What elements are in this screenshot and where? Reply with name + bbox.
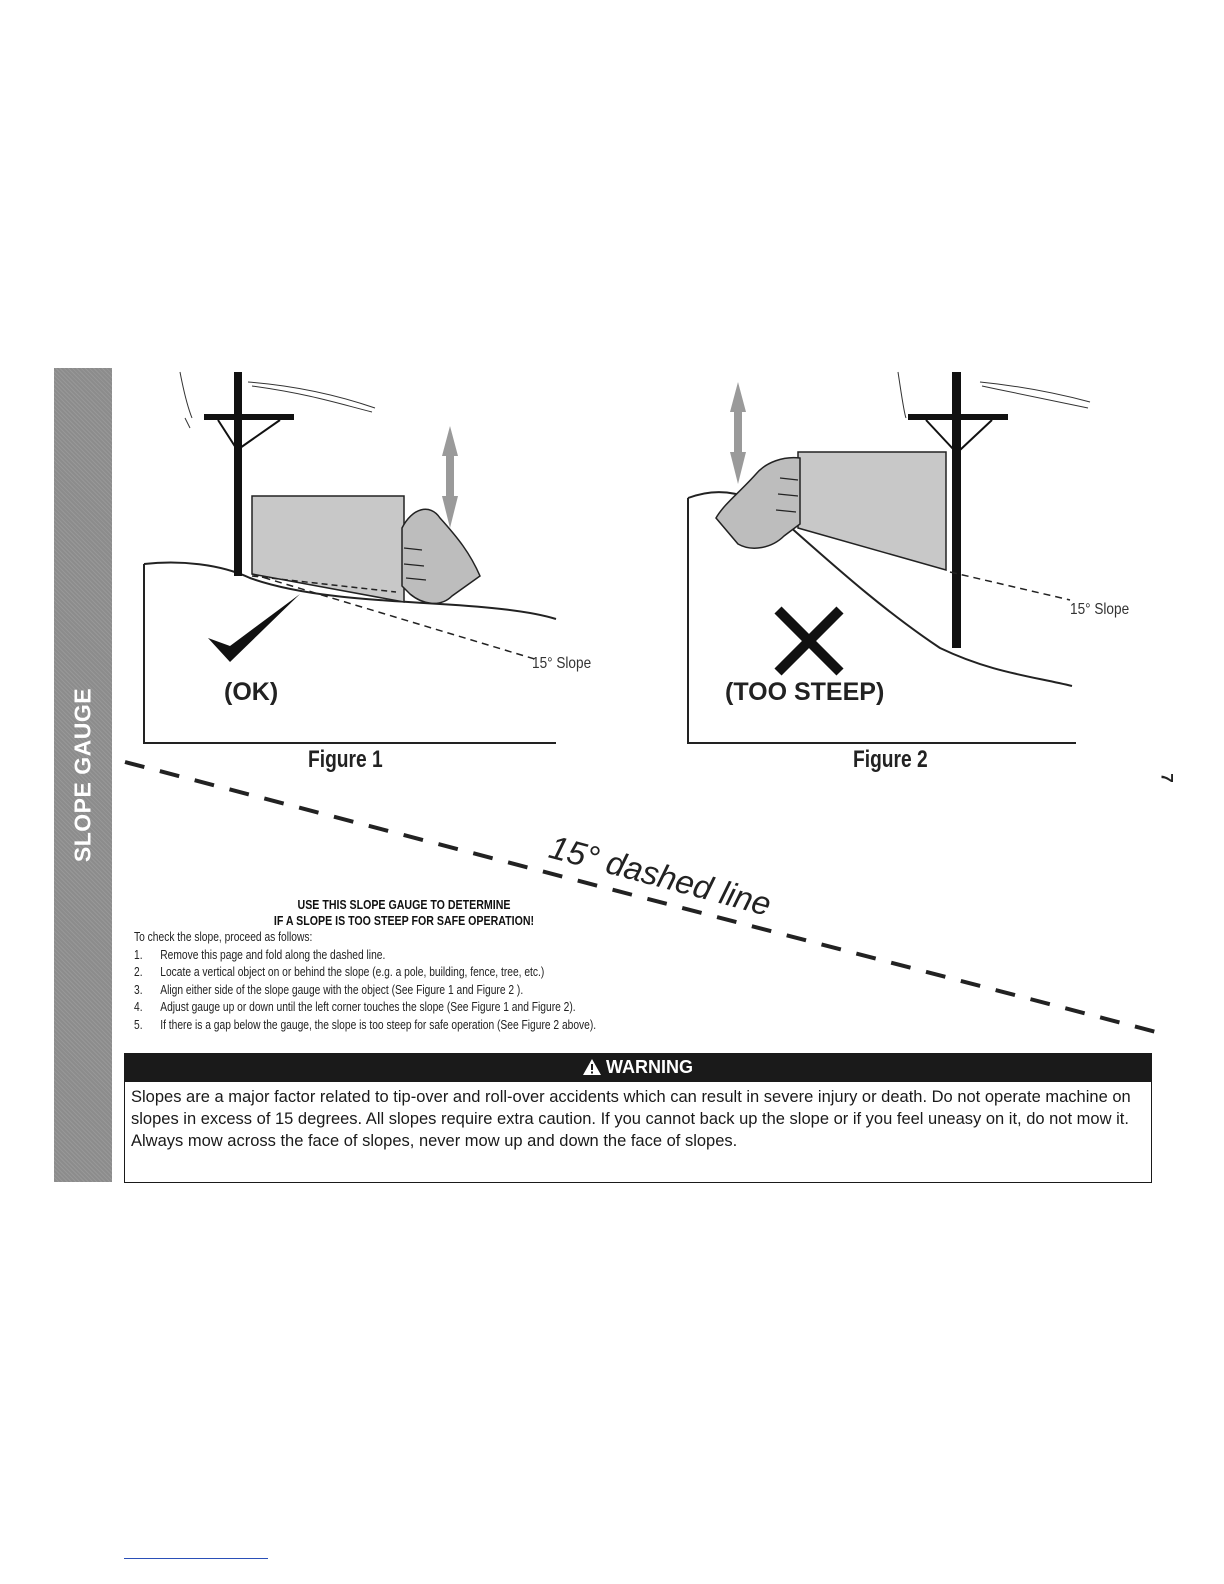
instruction-step: 3. Align either side of the slope gauge w… bbox=[134, 982, 626, 1000]
instructions-heading-1: USE THIS SLOPE GAUGE TO DETERMINE bbox=[297, 898, 511, 912]
figure-2-verdict: (TOO STEEP) bbox=[725, 678, 885, 706]
figure-2-caption: Figure 2 bbox=[853, 746, 928, 773]
instructions: USE THIS SLOPE GAUGE TO DETERMINE IF A S… bbox=[134, 897, 734, 1034]
step-text: Adjust gauge up or down until the left c… bbox=[160, 1000, 576, 1014]
step-text: Align either side of the slope gauge wit… bbox=[160, 982, 524, 997]
x-mark-icon bbox=[774, 606, 844, 676]
step-number: 4. bbox=[134, 1000, 143, 1014]
step-number: 2. bbox=[134, 965, 143, 979]
warning-triangle-icon bbox=[582, 1056, 602, 1085]
warning-box: WARNING Slopes are a major factor relate… bbox=[123, 1053, 1152, 1183]
figure-1-verdict: (OK) bbox=[224, 678, 279, 706]
figure-2-illustration bbox=[687, 371, 1091, 744]
instruction-step: 1. Remove this page and fold along the da… bbox=[134, 947, 626, 965]
figure-1: (OK) 15° Slope bbox=[140, 368, 640, 748]
step-number: 3. bbox=[134, 982, 143, 997]
warning-title: WARNING bbox=[606, 1057, 693, 1077]
figure-1-slope-label: 15° Slope bbox=[532, 655, 592, 672]
step-text: Locate a vertical object on or behind th… bbox=[160, 965, 545, 979]
step-text: Remove this page and fold along the dash… bbox=[160, 947, 386, 962]
step-number: 5. bbox=[134, 1017, 143, 1032]
instructions-heading-2: IF A SLOPE IS TOO STEEP FOR SAFE OPERATI… bbox=[273, 914, 535, 928]
figure-2: (TOO STEEP) 15° Slope bbox=[680, 368, 1150, 748]
instruction-step: 4. Adjust gauge up or down until the left… bbox=[134, 999, 626, 1017]
step-number: 1. bbox=[134, 947, 143, 962]
instructions-intro: To check the slope, proceed as follows: bbox=[134, 930, 313, 944]
figure-1-illustration bbox=[143, 371, 557, 744]
instruction-step: 2. Locate a vertical object on or behind … bbox=[134, 964, 626, 982]
warning-body: Slopes are a major factor related to tip… bbox=[131, 1088, 1131, 1150]
footer-rule bbox=[124, 1558, 268, 1559]
step-text: If there is a gap below the gauge, the s… bbox=[160, 1017, 597, 1032]
warning-title-bar: WARNING bbox=[123, 1053, 1152, 1085]
figure-1-caption: Figure 1 bbox=[308, 746, 383, 773]
figure-2-slope-label: 15° Slope bbox=[1070, 601, 1130, 618]
instruction-step: 5. If there is a gap below the gauge, the… bbox=[134, 1017, 626, 1035]
side-tab: SLOPE GAUGE bbox=[54, 368, 112, 1182]
